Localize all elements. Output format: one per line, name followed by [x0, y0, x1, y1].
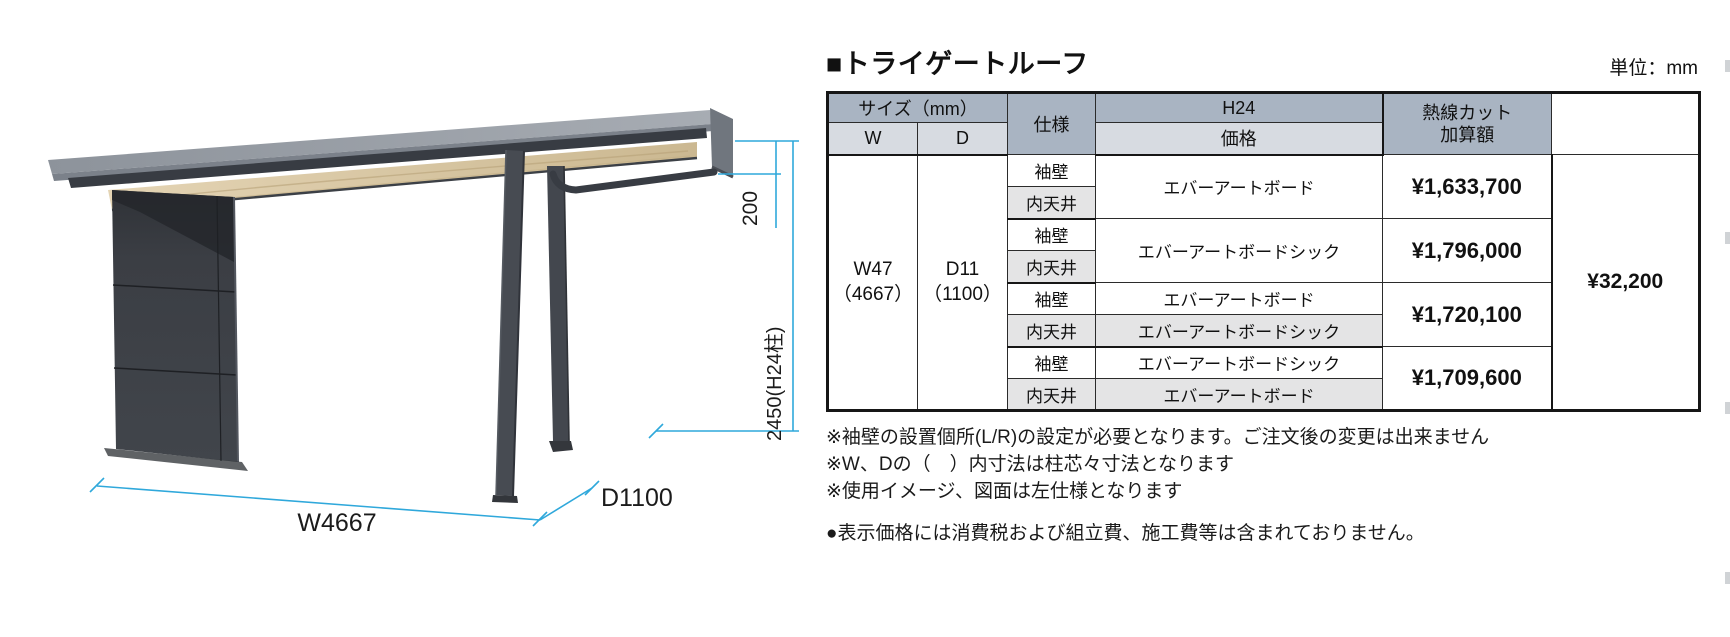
- middle-post: [492, 149, 525, 503]
- header-heat-cut-line1: 熱線カット: [1422, 103, 1513, 123]
- header-price: 価格: [1095, 122, 1384, 156]
- price-cell: ¥1,709,600: [1382, 346, 1553, 411]
- part-cell: 袖壁: [1007, 218, 1097, 251]
- title-row: ■トライゲートルーフ 単位：mm: [826, 42, 1698, 81]
- table-row: 内天井: [828, 250, 1700, 284]
- header-row-2: W D 価格: [827, 122, 1700, 156]
- price-cell: ¥1,720,100: [1382, 282, 1553, 347]
- page-edge-mark: [1725, 60, 1730, 72]
- page-edge-mark: [1725, 572, 1730, 584]
- table-row: 袖壁 エバーアートボード ¥1,720,100: [828, 282, 1700, 347]
- roof-fascia: [68, 128, 707, 188]
- header-heat-cut: 熱線カット 加算額: [1382, 92, 1553, 155]
- part-cell: 袖壁: [1007, 282, 1097, 315]
- product-title: ■トライゲートルーフ: [826, 49, 1089, 79]
- table-row: W47 （4667） D11 （1100） 袖壁 エバーアートボード ¥1,63…: [827, 154, 1701, 411]
- table-row: 内天井 エバーアートボード: [828, 378, 1700, 411]
- part-cell: 袖壁: [1007, 154, 1097, 187]
- table-row: 内天井: [828, 186, 1700, 220]
- header-h24: H24: [1095, 92, 1384, 123]
- wall-base-shadow: [104, 448, 248, 471]
- header-size: サイズ（mm）: [826, 92, 1009, 123]
- rear-post: [547, 165, 718, 452]
- note-line: ※使用イメージ、図面は左仕様となります: [826, 481, 1183, 502]
- dim-label-roof-offset: 200: [739, 191, 762, 226]
- size-d-value: D11: [945, 259, 980, 281]
- price-cell: ¥1,796,000: [1382, 218, 1553, 283]
- header-spec: 仕様: [1007, 92, 1097, 155]
- part-cell: 内天井: [1007, 378, 1097, 411]
- spec-cell: エバーアートボードシック: [1095, 346, 1384, 379]
- size-w-paren: （4667）: [832, 284, 914, 306]
- sleeve-wall: [104, 190, 248, 471]
- canopy-illustration: 200 2450(H24柱) W4667 D1100: [0, 0, 810, 637]
- page-edge-mark: [1725, 402, 1730, 414]
- dimension-labels: 200 2450(H24柱) W4667 D1100: [297, 191, 786, 537]
- page-edge-mark: [1725, 232, 1730, 244]
- notes-list: ※袖壁の設置個所(L/R)の設定が必要となります。ご注文後の変更は出来ません ※…: [826, 424, 1698, 505]
- part-cell: 内天井: [1007, 186, 1097, 220]
- dim-label-height: 2450(H24柱): [763, 326, 786, 441]
- spec-cell: エバーアートボード: [1095, 154, 1384, 219]
- price-table: サイズ（mm） 仕様 H24 熱線カット 加算額 W D 価格: [826, 91, 1702, 412]
- header-row-1: サイズ（mm） 仕様 H24 熱線カット 加算額: [826, 92, 1700, 155]
- price-disclaimer: ●表示価格には消費税および組立費、施工費等は含まれておりません。: [826, 523, 1425, 544]
- dim-line-depth: [539, 487, 593, 521]
- table-row: 袖壁 エバーアートボードシック ¥1,796,000: [828, 218, 1700, 283]
- part-cell: 袖壁: [1007, 346, 1097, 379]
- part-cell: 内天井: [1007, 250, 1097, 284]
- header-heat-cut-line2: 加算額: [1440, 125, 1495, 145]
- table-row: 袖壁 エバーアートボードシック ¥1,709,600: [828, 346, 1700, 411]
- dim-label-depth: D1100: [601, 484, 673, 512]
- unit-label: 単位：mm: [1609, 58, 1698, 79]
- table-row: 内天井 エバーアートボードシック: [828, 314, 1700, 348]
- header-w: W: [827, 122, 918, 156]
- note-line: ※W、Dの（ ）内寸法は柱芯々寸法となります: [826, 454, 1235, 475]
- note-line: ※袖壁の設置個所(L/R)の設定が必要となります。ご注文後の変更は出来ません: [826, 427, 1490, 448]
- dimension-lines: [89, 140, 799, 527]
- part-cell: 内天井: [1007, 314, 1097, 348]
- spec-cell: エバーアートボードシック: [1095, 218, 1384, 283]
- canopy-svg: 200 2450(H24柱) W4667 D1100: [48, 108, 799, 537]
- header-d: D: [916, 122, 1009, 156]
- size-w-cell: W47 （4667）: [827, 154, 918, 411]
- spec-cell: エバーアートボード: [1095, 282, 1384, 315]
- roof-end-cap: [710, 108, 733, 177]
- dim-line-width: [96, 485, 541, 521]
- size-d-cell: D11 （1100）: [916, 154, 1009, 411]
- product-section: ■トライゲートルーフ 単位：mm サイズ（mm） 仕様 H24 熱線カット 加算…: [826, 42, 1702, 545]
- size-w-value: W47: [853, 259, 893, 281]
- dim-label-width: W4667: [297, 509, 376, 537]
- heat-surcharge-cell: ¥32,200: [1551, 154, 1701, 411]
- price-cell: ¥1,633,700: [1382, 154, 1553, 219]
- cantilever-arm: [549, 168, 718, 194]
- roof: [48, 108, 734, 188]
- spec-cell: エバーアートボードシック: [1095, 314, 1384, 348]
- spec-cell: エバーアートボード: [1095, 378, 1384, 411]
- size-d-paren: （1100）: [923, 284, 1002, 306]
